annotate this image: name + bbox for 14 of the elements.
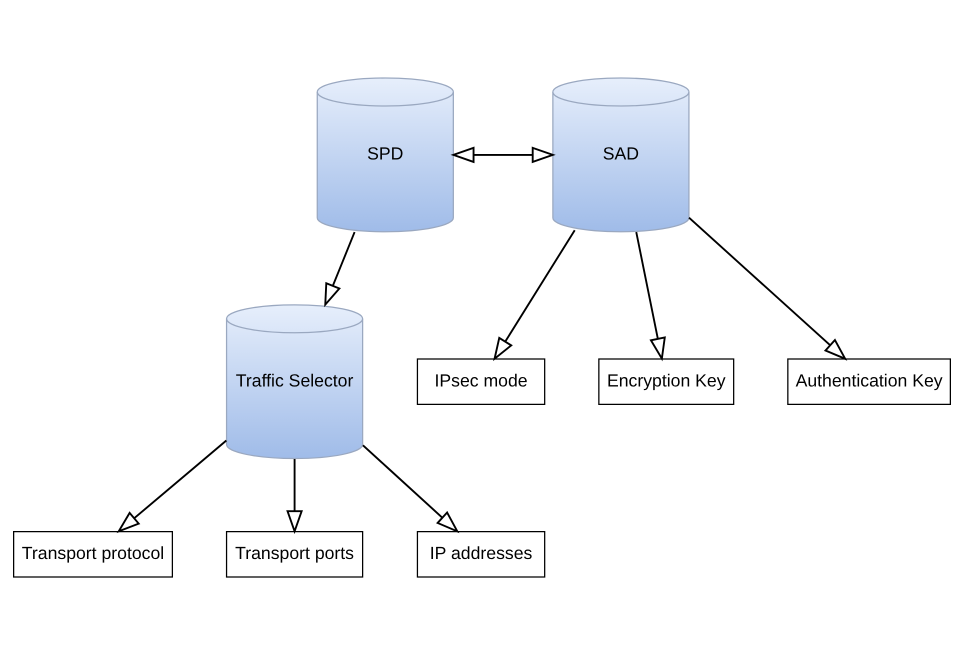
arrow [688,217,848,361]
node-box: Authentication Key [787,358,951,405]
node-box: Transport ports [226,530,364,578]
arrow [116,440,227,534]
arrow [493,230,576,362]
arrow [635,232,666,362]
arrow [286,459,303,534]
node-box: IP addresses [416,530,546,578]
node-box: IPsec mode [416,358,546,405]
arrow [450,146,556,164]
node-box: Encryption Key [598,358,734,405]
arrow [362,444,460,534]
arrow [324,232,356,308]
node-box: Transport protocol [13,530,173,578]
